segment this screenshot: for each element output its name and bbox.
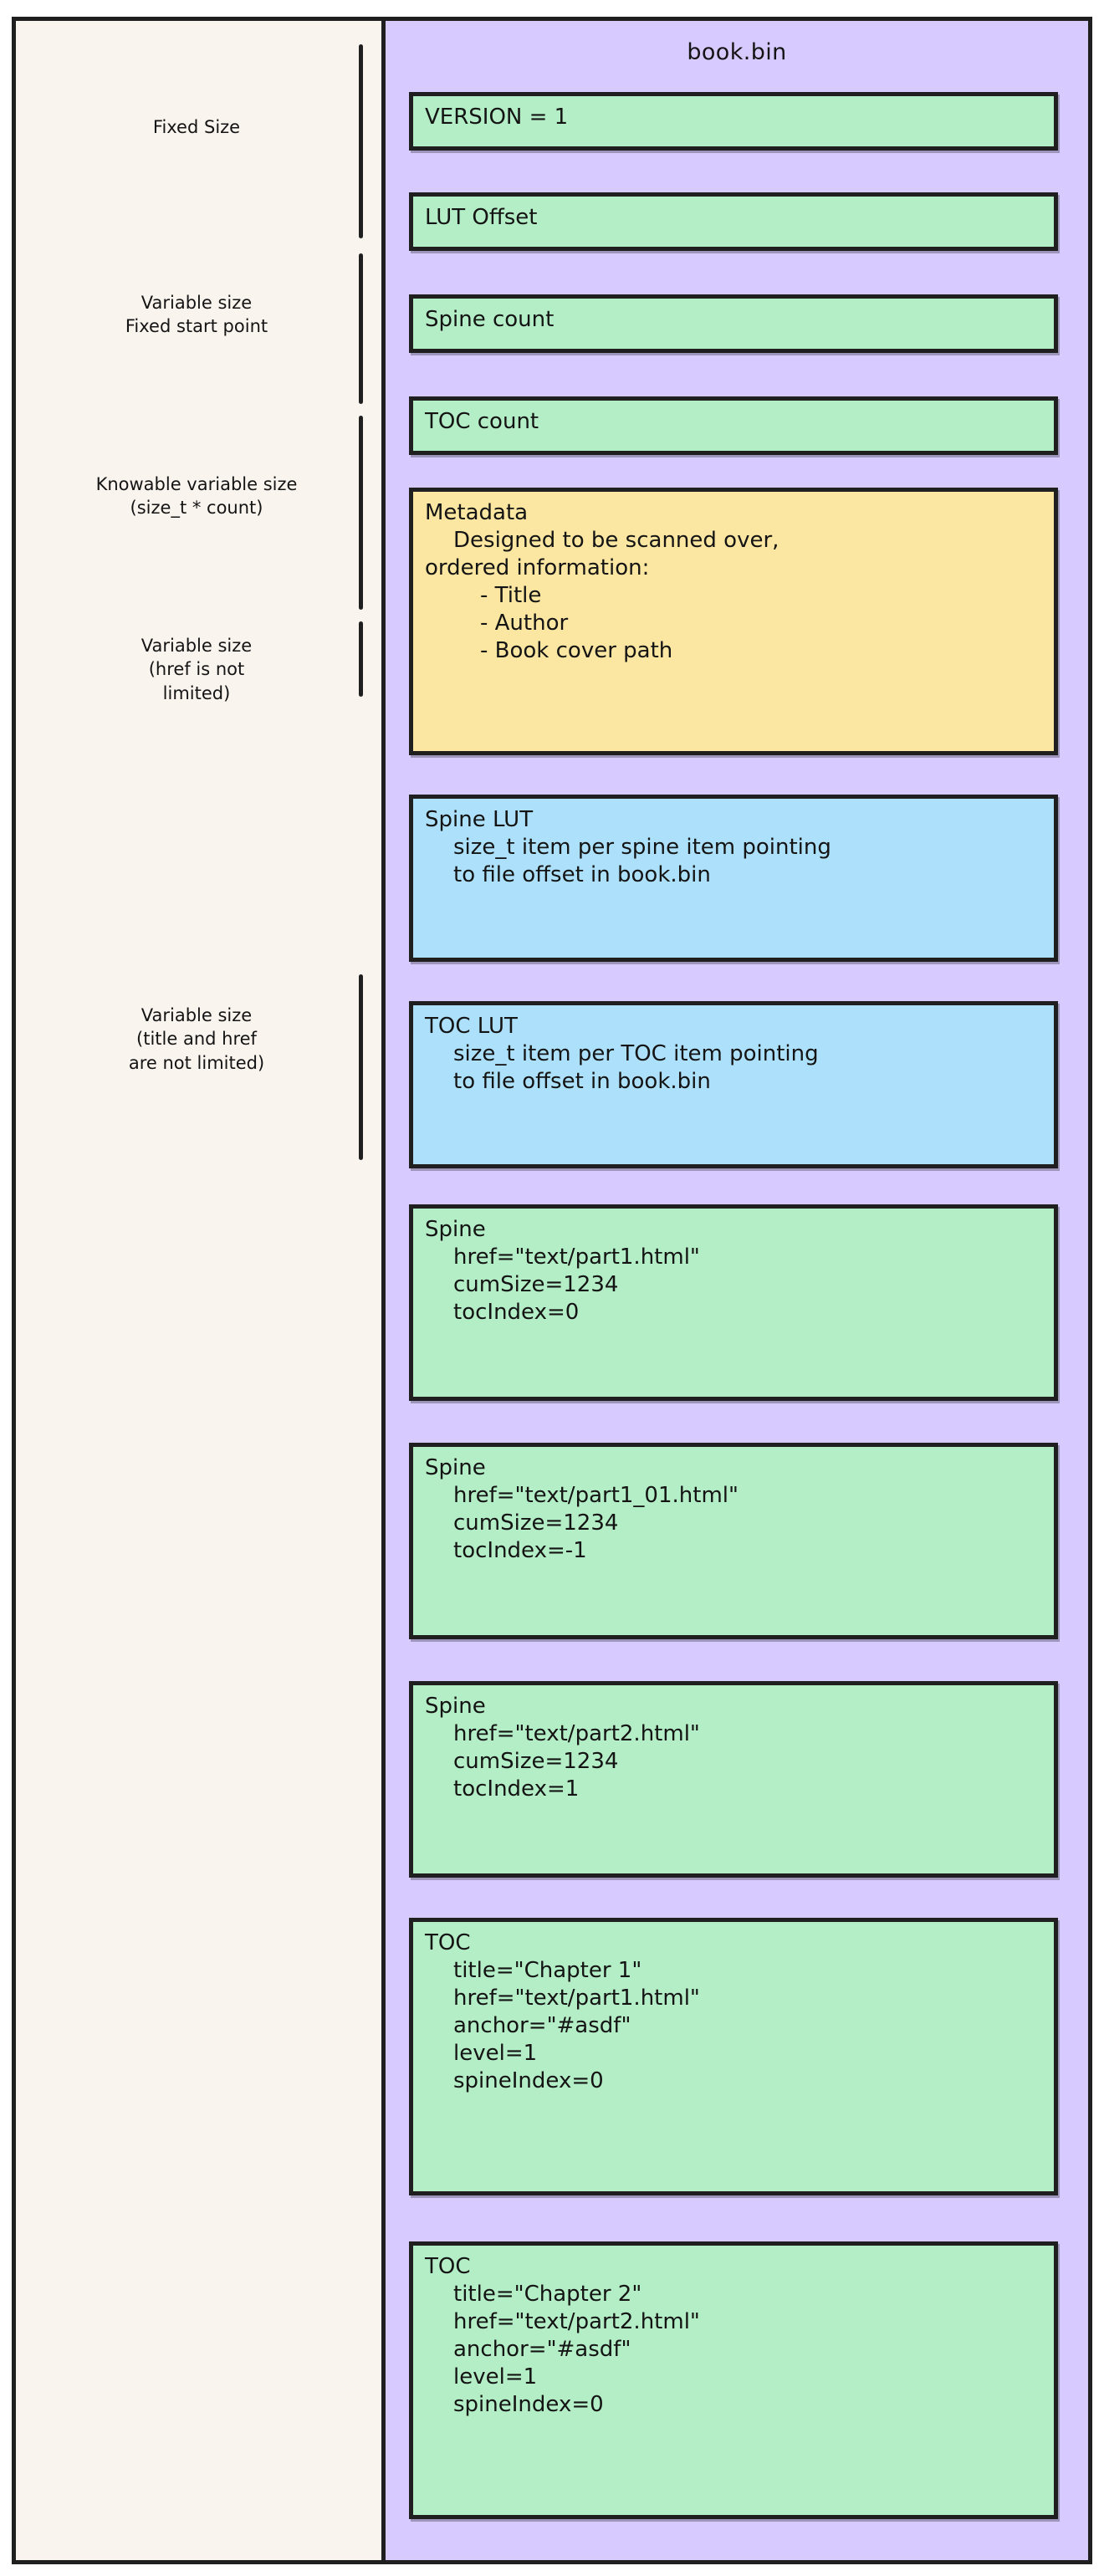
block-metadata-bullet-1: - Author: [480, 611, 569, 636]
block-spine-count: Spine count: [409, 294, 1058, 353]
block-spine-2-cumsize: cumSize=1234: [453, 1510, 619, 1536]
block-lut-offset-title: LUT Offset: [425, 205, 538, 230]
block-spine-lut-line-0: size_t item per spine item pointing: [453, 835, 831, 861]
block-toc-lut-title: TOC LUT: [425, 1014, 518, 1039]
label-knowable-variable: Knowable variable size (size_t * count): [59, 473, 335, 520]
block-metadata-line-0: Designed to be scanned over,: [453, 528, 779, 554]
block-metadata-title: Metadata: [425, 500, 529, 525]
block-spine-3-href: href="text/part2.html": [453, 1721, 700, 1747]
bracket-fixed-size: [359, 44, 363, 238]
book-bin-pane: book.bin VERSION = 1 LUT Offset Spine co…: [386, 21, 1088, 2560]
block-toc-lut-line-0: size_t item per TOC item pointing: [453, 1041, 819, 1067]
block-toc-2-href: href="text/part2.html": [453, 2309, 700, 2335]
block-spine-1: Spine href="text/part1.html" cumSize=123…: [409, 1204, 1058, 1401]
block-toc-2-spineindex: spineIndex=0: [453, 2392, 604, 2418]
label-variable-fixed-start-line-1: Fixed start point: [125, 316, 268, 337]
block-spine-lut: Spine LUT size_t item per spine item poi…: [409, 795, 1058, 962]
bracket-variable-fixed-start: [359, 253, 363, 404]
block-version-title: VERSION = 1: [425, 105, 569, 130]
block-spine-1-href: href="text/part1.html": [453, 1245, 700, 1270]
label-variable-title-href-line-2: are not limited): [128, 1052, 265, 1073]
block-spine-2-title: Spine: [425, 1455, 486, 1480]
block-toc-2-title: TOC: [425, 2254, 471, 2279]
block-metadata-bullet-0: - Title: [480, 583, 542, 609]
block-lut-offset: LUT Offset: [409, 192, 1058, 251]
block-spine-lut-line-1: to file offset in book.bin: [453, 862, 711, 888]
block-toc-1-level: level=1: [453, 2041, 538, 2067]
block-spine-1-title: Spine: [425, 1217, 486, 1242]
block-toc-1-title: TOC: [425, 1930, 471, 1955]
block-metadata: Metadata Designed to be scanned over, or…: [409, 488, 1058, 755]
block-spine-1-cumsize: cumSize=1234: [453, 1272, 619, 1298]
block-toc-2-level: level=1: [453, 2364, 538, 2390]
block-spine-1-tocindex: tocIndex=0: [453, 1300, 580, 1326]
label-fixed-size: Fixed Size: [59, 115, 335, 139]
block-spine-2: Spine href="text/part1_01.html" cumSize=…: [409, 1443, 1058, 1639]
label-variable-href-line-0: Variable size: [141, 636, 253, 656]
bracket-variable-title-href: [359, 974, 363, 1160]
block-spine-3-title: Spine: [425, 1694, 486, 1719]
block-spine-count-title: Spine count: [425, 307, 555, 332]
label-knowable-variable-line-1: (size_t * count): [130, 498, 263, 519]
label-variable-fixed-start: Variable size Fixed start point: [59, 291, 335, 339]
block-toc-1-href: href="text/part1.html": [453, 1986, 700, 2011]
block-metadata-line-1: ordered information:: [425, 555, 650, 581]
block-spine-3: Spine href="text/part2.html" cumSize=123…: [409, 1681, 1058, 1878]
label-variable-href-line-1: (href is not: [148, 659, 245, 680]
page-title: book.bin: [687, 39, 787, 65]
block-toc-2: TOC title="Chapter 2" href="text/part2.h…: [409, 2241, 1058, 2519]
block-toc-1-anchor: anchor="#asdf": [453, 2013, 631, 2039]
label-variable-title-href: Variable size (title and href are not li…: [59, 1004, 335, 1075]
label-variable-fixed-start-line-0: Variable size: [141, 293, 253, 313]
label-variable-title-href-line-0: Variable size: [141, 1005, 253, 1025]
block-toc-lut: TOC LUT size_t item per TOC item pointin…: [409, 1001, 1058, 1168]
block-metadata-bullet-2: - Book cover path: [480, 638, 673, 664]
block-toc-count-title: TOC count: [425, 409, 539, 434]
block-toc-2-title-attr: title="Chapter 2": [453, 2282, 642, 2308]
block-toc-lut-line-1: to file offset in book.bin: [453, 1069, 711, 1095]
label-variable-title-href-line-1: (title and href: [136, 1029, 257, 1050]
diagram-frame: Fixed Size Variable size Fixed start poi…: [12, 17, 1092, 2564]
block-spine-3-cumsize: cumSize=1234: [453, 1749, 619, 1775]
block-toc-1-spineindex: spineIndex=0: [453, 2068, 604, 2094]
label-knowable-variable-line-0: Knowable variable size: [95, 474, 298, 494]
block-spine-2-tocindex: tocIndex=-1: [453, 1538, 587, 1564]
bracket-variable-href: [359, 621, 363, 697]
block-spine-2-href: href="text/part1_01.html": [453, 1483, 739, 1509]
block-version: VERSION = 1: [409, 92, 1058, 151]
label-variable-href-line-2: limited): [162, 682, 231, 703]
annotation-pane: Fixed Size Variable size Fixed start poi…: [16, 21, 386, 2560]
block-spine-lut-title: Spine LUT: [425, 807, 534, 832]
block-toc-2-anchor: anchor="#asdf": [453, 2337, 631, 2363]
label-variable-href: Variable size (href is not limited): [59, 634, 335, 705]
bracket-knowable-variable: [359, 416, 363, 610]
block-toc-count: TOC count: [409, 396, 1058, 455]
block-toc-1-title-attr: title="Chapter 1": [453, 1958, 642, 1984]
label-fixed-size-line-0: Fixed Size: [152, 117, 241, 137]
block-toc-1: TOC title="Chapter 1" href="text/part1.h…: [409, 1918, 1058, 2195]
block-spine-3-tocindex: tocIndex=1: [453, 1776, 580, 1802]
